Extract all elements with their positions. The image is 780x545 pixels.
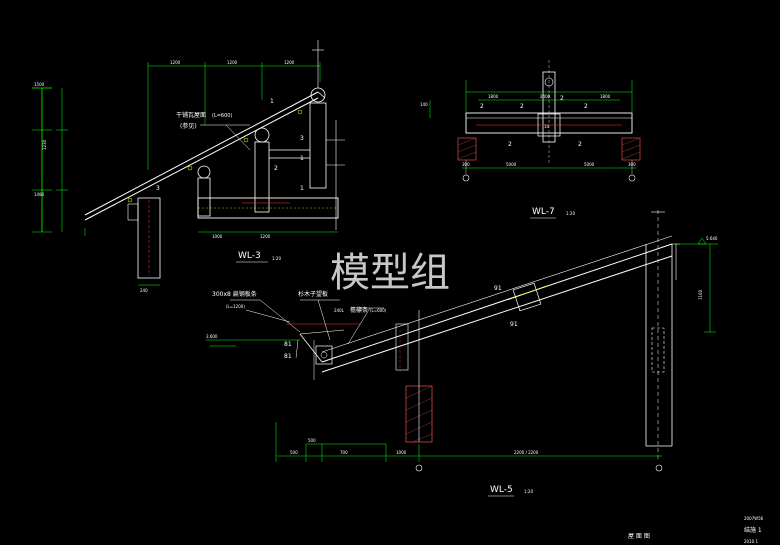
wl5-note-1: 300x8 扁钢板条 bbox=[212, 290, 257, 298]
wl3-scale: 1:20 bbox=[272, 256, 281, 261]
wl3-num-6: 3 bbox=[156, 185, 160, 192]
wl5-num-3: 81 bbox=[284, 341, 292, 348]
wl5-right-level: 5.640 bbox=[706, 236, 718, 241]
svg-text:240: 240 bbox=[140, 288, 148, 293]
wl3-num-5: 1 bbox=[300, 185, 304, 192]
wl7-num-4: 2 bbox=[584, 103, 588, 110]
wl7-bottom-2: 5000 bbox=[506, 162, 517, 167]
wl5-note-4b: (L=600) bbox=[370, 308, 387, 313]
wl3-dim-top-1: 1200 bbox=[170, 60, 181, 65]
wl7-num-5: 2 bbox=[508, 141, 512, 148]
wl3-note-1-paren: (L=600) bbox=[212, 113, 232, 119]
wl3-num-3: 1 bbox=[300, 155, 304, 162]
wl5-detail: 5.640 1160 3.600 300x8 bbox=[206, 210, 718, 497]
wl7-dim-3: 1800 bbox=[600, 94, 611, 99]
wl7-bottom-3: 5000 bbox=[584, 162, 595, 167]
wl3-num-4: 2 bbox=[274, 165, 278, 172]
wl3-dim-top-3: 1200 bbox=[284, 60, 295, 65]
wl5-bottom-dim-3: 700 bbox=[340, 450, 348, 455]
wl5-scale: 1:20 bbox=[524, 489, 533, 494]
wl5-right-vert-dim: 1160 bbox=[698, 289, 703, 300]
wl5-note-2: 杉木子望板 bbox=[298, 290, 328, 298]
title-block-line-3: 屋 面 图 bbox=[628, 533, 650, 540]
wl7-bottom-4: 300 bbox=[628, 162, 636, 167]
wl5-num-4: 81 bbox=[284, 353, 292, 360]
wl3-note-2: (参见) bbox=[180, 122, 197, 130]
wl3-left-label-1: 1500 bbox=[34, 82, 45, 87]
svg-text:1200: 1200 bbox=[260, 234, 271, 239]
wl5-num-2: 91 bbox=[510, 321, 518, 328]
wl7-center-label: 10 bbox=[544, 124, 550, 129]
watermark: 模型组 bbox=[330, 250, 450, 296]
wl3-note-1: 干铺瓦屋面 bbox=[176, 111, 206, 119]
wl5-num-1: 91 bbox=[494, 285, 502, 292]
wl3-left-label-2: 1230 bbox=[42, 139, 47, 150]
wl5-note-4: 檐檩条 bbox=[350, 306, 368, 314]
wl3-title: WL-3 bbox=[238, 251, 261, 261]
wl7-detail: 1800 2400 1800 10 2 2 2 2 2 2 bbox=[420, 60, 641, 219]
wl3-detail: 1500 1230 1480 1200 1200 1200 bbox=[32, 40, 345, 293]
wl7-title: WL-7 bbox=[532, 207, 555, 217]
wl5-note-3: 240L bbox=[334, 308, 345, 313]
wl7-dim-1: 1800 bbox=[488, 94, 499, 99]
title-block-line-4: 2010.1 bbox=[744, 539, 758, 544]
wl7-dim-2: 2400 bbox=[540, 94, 551, 99]
wl7-bottom-1: 300 bbox=[462, 162, 470, 167]
wl5-bottom-dim-4: 2200 / 2200 bbox=[514, 450, 539, 455]
wl3-dim-top-2: 1200 bbox=[227, 60, 238, 65]
wl7-num-3: 2 bbox=[560, 95, 564, 102]
wl3-left-label-3: 1480 bbox=[34, 192, 45, 197]
wl7-scale: 1:20 bbox=[566, 211, 575, 216]
wl5-title: WL-5 bbox=[490, 485, 513, 495]
wl5-bottom-dim-5: 1000 bbox=[396, 450, 407, 455]
wl7-num-6: 2 bbox=[578, 141, 582, 148]
wl5-left-level: 3.600 bbox=[206, 334, 218, 339]
wl7-num-2: 2 bbox=[520, 103, 524, 110]
wl3-num-1: 1 bbox=[270, 98, 274, 105]
title-block-line-1: 2007W56 bbox=[744, 516, 764, 521]
svg-text:140: 140 bbox=[420, 102, 428, 107]
title-block-line-2: 结施 1 bbox=[744, 526, 762, 534]
wl3-num-2: 3 bbox=[300, 135, 304, 142]
wl5-bottom-dim-1: 500 bbox=[290, 450, 298, 455]
wl7-num-1: 2 bbox=[480, 103, 484, 110]
svg-text:1000: 1000 bbox=[212, 234, 223, 239]
wl5-note-1b: (L=1200) bbox=[226, 304, 245, 309]
title-block: 2007W56 结施 1 屋 面 图 2010.1 bbox=[628, 516, 764, 544]
wl5-bottom-dim-2: 500 bbox=[308, 438, 316, 443]
